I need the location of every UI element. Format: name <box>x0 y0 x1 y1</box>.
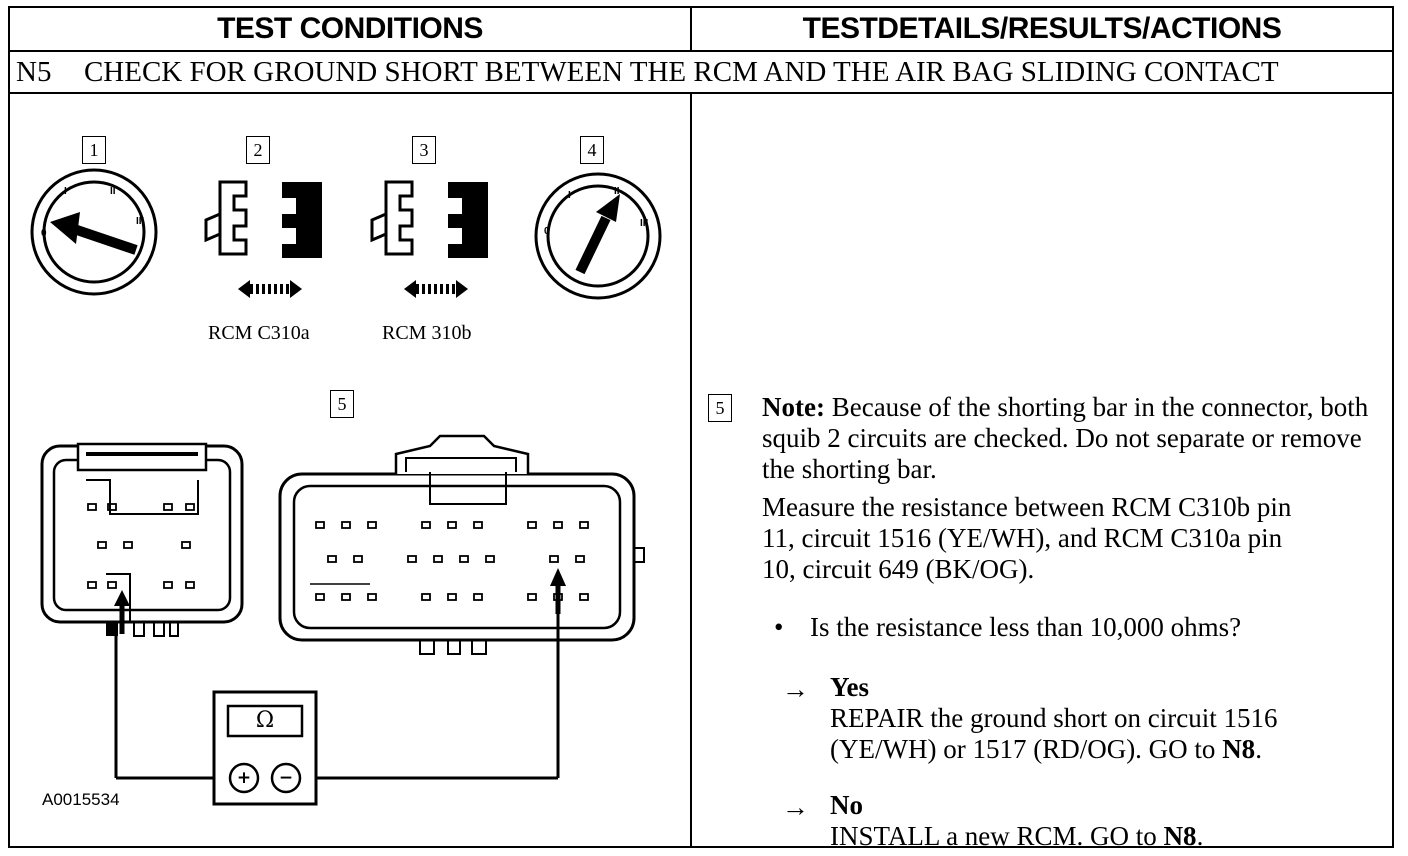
test-diagram: 1 2 3 4 5 0 I II III <box>10 94 690 846</box>
note-paragraph: Note: Because of the shorting bar in the… <box>762 392 1384 485</box>
note-label: Note: <box>762 392 825 422</box>
diagram-step-2: 2 <box>246 136 270 164</box>
svg-text:0: 0 <box>544 226 550 237</box>
yes-end: . <box>1255 734 1262 764</box>
question-text: Is the resistance less than 10,000 ohms? <box>810 612 1242 642</box>
yes-branch: Yes REPAIR the ground short on circuit 1… <box>830 672 1390 765</box>
test-table: TEST CONDITIONS TESTDETAILS/RESULTS/ACTI… <box>8 6 1394 851</box>
no-goto: N8 <box>1163 821 1197 851</box>
no-end: . <box>1196 821 1204 851</box>
svg-text:I: I <box>64 186 67 197</box>
connector-a-label: RCM C310a <box>208 322 310 344</box>
column-divider <box>690 8 692 846</box>
measure-line-2: 11, circuit 1516 (YE/WH), and RCM C310a … <box>762 523 1283 553</box>
diagram-graphics: 0 I II III <box>30 168 662 806</box>
step-divider <box>10 92 1392 94</box>
svg-text:II: II <box>110 186 116 197</box>
svg-text:III: III <box>640 218 649 229</box>
no-branch: No INSTALL a new RCM. GO to N8. <box>830 790 1390 852</box>
diagram-step-3: 3 <box>412 136 436 164</box>
step-title: CHECK FOR GROUND SHORT BETWEEN THE RCM A… <box>83 56 1279 88</box>
ohm-symbol: Ω <box>255 708 275 733</box>
ohmmeter-icon <box>212 690 318 806</box>
ignition-switch-off-icon: 0 I II III <box>30 168 158 296</box>
note-text: Because of the shorting bar in the conne… <box>762 392 1369 484</box>
svg-text:0: 0 <box>41 228 47 239</box>
measure-paragraph: Measure the resistance between RCM C310b… <box>762 492 1384 585</box>
ignition-switch-run-icon: 0 I II III <box>534 172 662 300</box>
yes-line-1: REPAIR the ground short on circuit 1516 <box>830 703 1278 733</box>
diagram-step-5: 5 <box>330 390 354 418</box>
figure-id: A0015534 <box>42 790 120 809</box>
no-arrow-icon: → <box>782 792 809 822</box>
connector-c310b-icon <box>278 434 645 655</box>
diagram-step-1: 1 <box>82 136 106 164</box>
header-test-details: TESTDETAILS/RESULTS/ACTIONS <box>802 12 1282 45</box>
yes-arrow-icon: → <box>782 674 809 704</box>
header-test-conditions: TEST CONDITIONS <box>217 12 483 45</box>
measure-line-1: Measure the resistance between RCM C310b… <box>762 492 1292 522</box>
probe-leads <box>114 568 566 780</box>
connector-disconnect-icon-a <box>204 180 322 298</box>
yes-label: Yes <box>830 672 869 702</box>
measure-line-3: 10, circuit 649 (BK/OG). <box>762 554 1035 584</box>
no-label: No <box>830 790 863 820</box>
no-line-1: INSTALL a new RCM. GO to N8. <box>830 821 1390 852</box>
connector-c310a-icon <box>40 442 244 637</box>
svg-text:I: I <box>568 190 571 201</box>
header-divider <box>10 50 1392 52</box>
yes-goto: N8 <box>1222 734 1256 764</box>
svg-text:III: III <box>136 216 145 227</box>
bullet-icon: • <box>774 612 784 642</box>
plus-terminal: + <box>236 768 252 788</box>
connector-disconnect-icon-b <box>370 180 488 298</box>
connector-b-label: RCM 310b <box>382 322 472 344</box>
no-line-1-text: INSTALL a new RCM. GO to <box>830 821 1164 851</box>
step-title-row: N5 CHECK FOR GROUND SHORT BETWEEN THE RC… <box>10 52 1392 92</box>
yes-line-2-text: (YE/WH) or 1517 (RD/OG). GO to <box>830 734 1223 764</box>
yes-line-2: (YE/WH) or 1517 (RD/OG). GO to N8. <box>830 734 1390 765</box>
details-step-number: 5 <box>708 394 732 422</box>
step-id: N5 <box>16 56 52 88</box>
diagram-step-4: 4 <box>580 136 604 164</box>
minus-terminal: − <box>278 768 294 788</box>
svg-text:II: II <box>614 186 620 197</box>
test-details: 5 Note: Because of the shorting bar in t… <box>694 94 1392 851</box>
